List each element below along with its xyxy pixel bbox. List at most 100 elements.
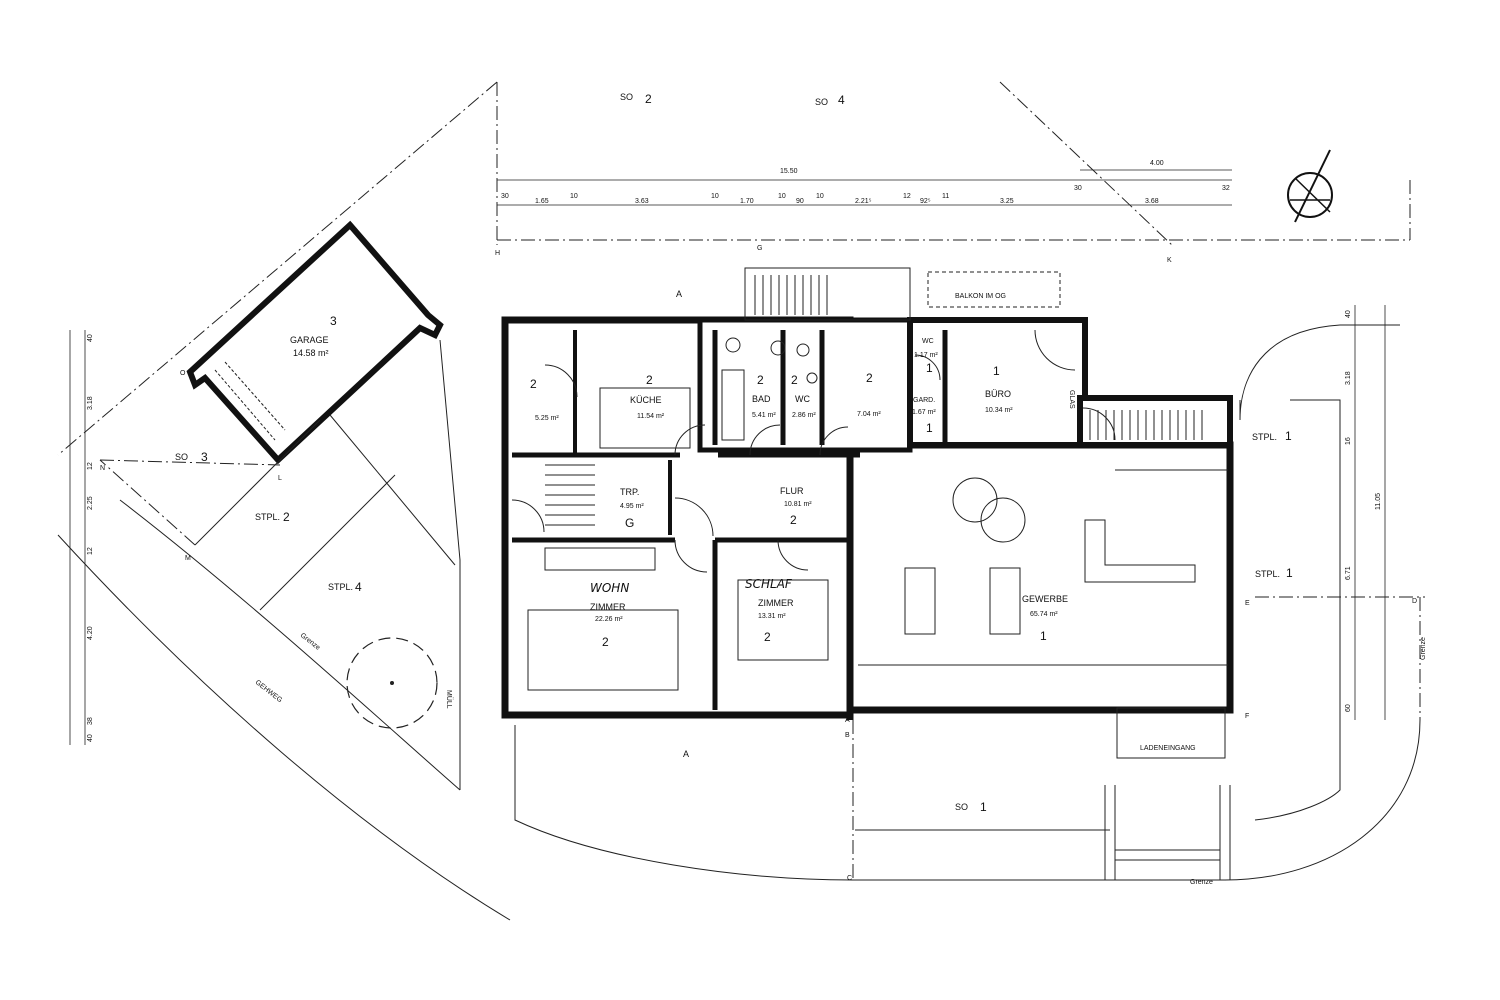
label-wc-1-area: 2.86 m²	[792, 412, 816, 419]
label-kueche-area: 11.54 m²	[637, 413, 665, 420]
label-so-1: SO	[955, 802, 968, 812]
label-wc-2: WC	[922, 338, 934, 345]
dim-l2: 3.18	[87, 396, 94, 410]
label-ladeneingang: LADENEINGANG	[1140, 745, 1196, 752]
dim-d16: 3.68	[1145, 198, 1159, 205]
point-h: H	[495, 250, 500, 257]
dim-d3: 10	[570, 193, 578, 200]
label-gewerbe: GEWERBE	[1022, 594, 1068, 604]
dim-d11: 12	[903, 193, 911, 200]
circle-stpl-right-1: 1	[1285, 429, 1292, 443]
staircase	[545, 267, 1226, 759]
dim-r3: 16	[1345, 437, 1352, 445]
dim-d8: 90	[796, 198, 804, 205]
label-flur-area: 10.81 m²	[784, 501, 812, 508]
dim-right-total: 4.00	[1150, 160, 1164, 167]
label-stpl-left-4: STPL.	[328, 582, 353, 592]
dim-l7: 38	[87, 717, 94, 725]
dimension-texts-right: 40 3.18 16 6.71 60 11.05	[1345, 310, 1382, 712]
label-so-3: SO	[175, 452, 188, 462]
parking-stalls	[194, 414, 456, 611]
label-gewerbe-area: 65.74 m²	[1030, 611, 1058, 618]
circle-so-2: 2	[645, 92, 652, 106]
label-stpl-right-1: STPL.	[1252, 432, 1277, 442]
label-buero: BÜRO	[985, 389, 1011, 399]
dimension-texts-top: 15.50 4.00 30 1.65 10 3.63 10 1.70 10 90…	[501, 160, 1230, 205]
point-a: A	[845, 717, 850, 724]
dim-r5: 60	[1345, 704, 1352, 712]
point-f: F	[1245, 713, 1249, 720]
label-grenze-bottom: Grenze	[1190, 879, 1213, 886]
label-section-a-bottom: A	[683, 749, 689, 759]
label-flur: FLUR	[780, 486, 804, 496]
circle-kueche: 2	[646, 373, 653, 387]
label-so-4: SO	[815, 97, 828, 107]
sidewalk-lines	[57, 324, 1421, 921]
dim-d10: 2.21⁵	[855, 198, 872, 205]
dim-r1: 40	[1345, 310, 1352, 318]
label-bad-area: 5.41 m²	[752, 412, 776, 419]
dim-l1: 40	[87, 334, 94, 342]
circle-so-1: 1	[980, 800, 987, 814]
label-kueche: KÜCHE	[630, 395, 662, 405]
label-trp-area: 4.95 m²	[620, 503, 644, 510]
dim-d7: 10	[778, 193, 786, 200]
point-n: N	[100, 465, 105, 472]
label-raum-5-area: 5.25 m²	[535, 415, 559, 422]
label-trp: TRP.	[620, 487, 639, 497]
label-buero-area: 10.34 m²	[985, 407, 1013, 414]
label-garage: GARAGE	[290, 335, 329, 345]
point-markers: H G K O N L M A B C E D F	[100, 245, 1417, 882]
label-wohn: ZIMMER	[590, 602, 626, 612]
point-m: M	[185, 555, 191, 562]
circle-flur: 2	[790, 513, 797, 527]
circle-raum-5: 2	[530, 377, 537, 391]
circle-so-4: 4	[838, 93, 845, 107]
label-so-2: SO	[620, 92, 633, 102]
dim-l8: 40	[87, 734, 94, 742]
circle-bad: 2	[757, 373, 764, 387]
circle-raum-7: 2	[866, 371, 873, 385]
label-gard: GARD.	[913, 397, 935, 404]
circle-stpl-left-2: 2	[283, 510, 290, 524]
label-glas: GLAS	[1068, 390, 1075, 409]
label-gard-area: 1.67 m²	[912, 409, 936, 416]
label-gehweg: GEHWEG	[254, 679, 283, 704]
label-raum-7-area: 7.04 m²	[857, 411, 881, 418]
circle-stpl-left-4: 4	[355, 580, 362, 594]
dimension-lines	[69, 169, 1386, 745]
dim-r4: 6.71	[1345, 566, 1352, 580]
point-d: D	[1412, 598, 1417, 605]
dim-d4: 3.63	[635, 198, 649, 205]
garage	[186, 220, 444, 465]
point-g: G	[757, 245, 762, 252]
labels: SO 2 SO 4 GARAGE 3 14.58 m² SO 3 STPL. 2…	[175, 92, 1427, 886]
label-wohn-hand: WOHN	[590, 581, 629, 595]
dim-d14: 3.25	[1000, 198, 1014, 205]
dim-d5: 10	[711, 193, 719, 200]
dim-l4: 2.25	[87, 496, 94, 510]
dim-r2: 3.18	[1345, 371, 1352, 385]
circle-so-3: 3	[201, 450, 208, 464]
dimension-texts-left: 40 3.18 12 2.25 12 4.20 38 40	[87, 334, 94, 742]
circle-stpl-right-2: 1	[1286, 566, 1293, 580]
label-schlaf-area: 13.31 m²	[758, 613, 786, 620]
label-schlaf-hand: SCHLAF	[745, 577, 793, 591]
circle-buero: 1	[993, 364, 1000, 378]
circle-wohn: 2	[602, 635, 609, 649]
dim-d17: 32	[1222, 185, 1230, 192]
label-muell: MÜLL	[445, 690, 453, 709]
label-stpl-left-2: STPL.	[255, 512, 280, 522]
dim-l5: 12	[87, 547, 94, 555]
label-grenze-left: Grenze	[299, 632, 321, 652]
point-c: C	[847, 875, 852, 882]
label-schlaf: ZIMMER	[758, 598, 794, 608]
dim-l6: 4.20	[87, 626, 94, 640]
point-o: O	[180, 370, 186, 377]
label-wc-2-area: 1.17 m²	[914, 352, 938, 359]
circle-trp: G	[625, 516, 634, 530]
circle-wc-1: 2	[791, 373, 798, 387]
point-l: L	[278, 475, 282, 482]
label-wohn-area: 22.26 m²	[595, 616, 623, 623]
